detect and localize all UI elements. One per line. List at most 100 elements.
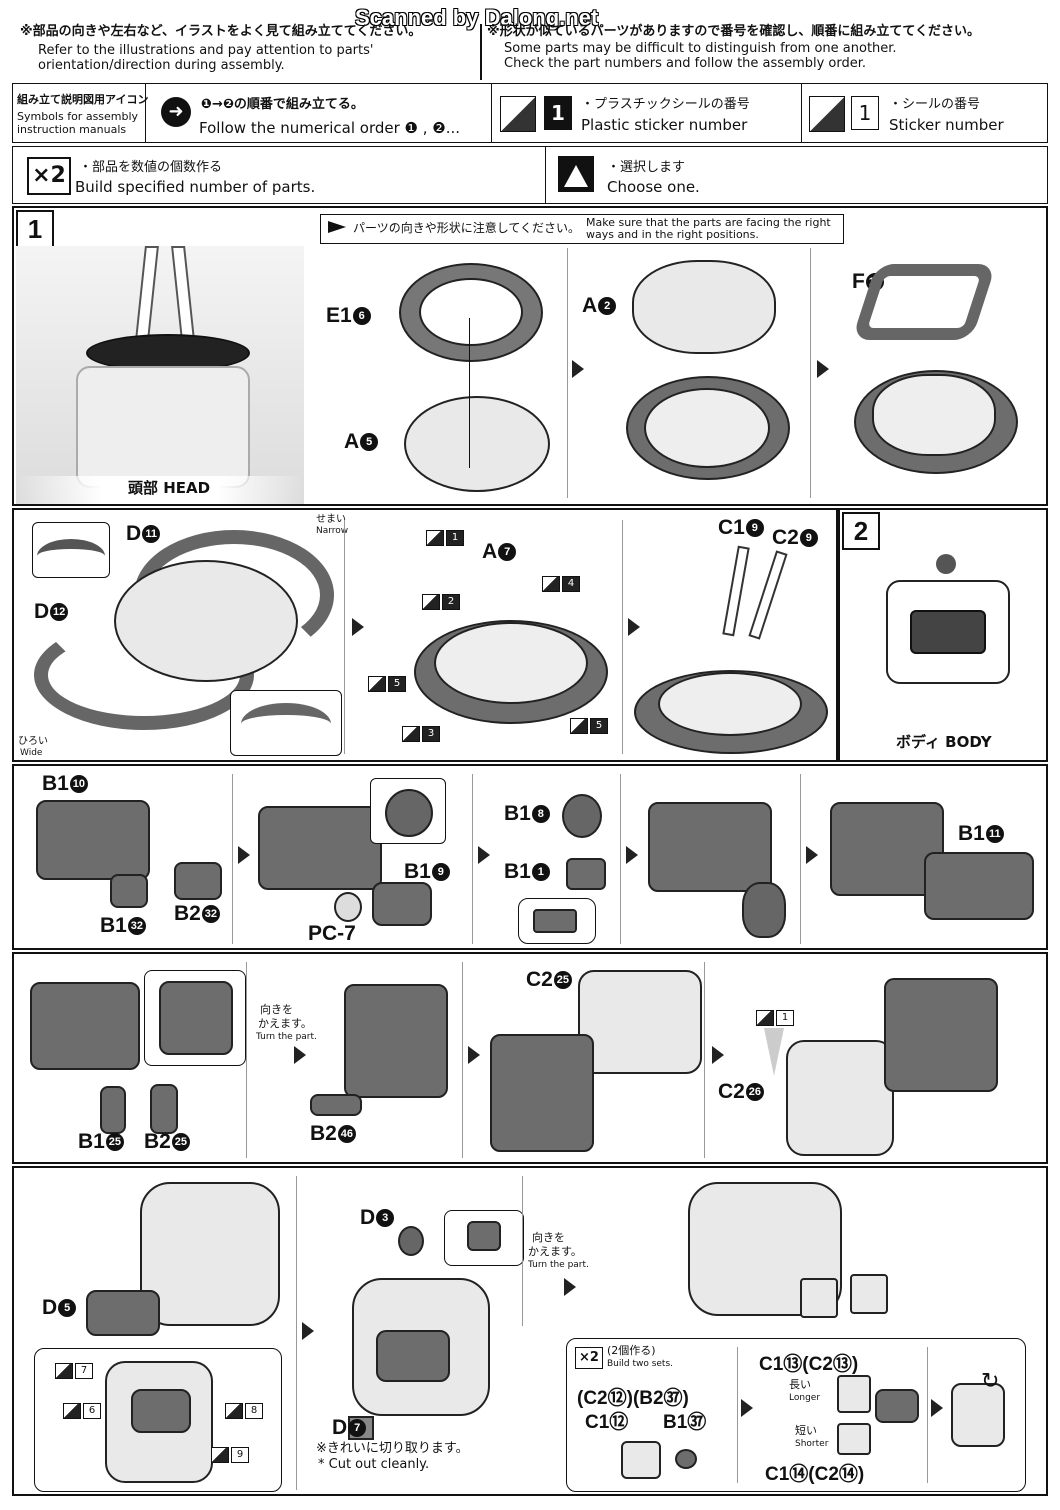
- longer-jp: 長い: [789, 1378, 811, 1391]
- flow-arrow-12: [302, 1322, 314, 1340]
- assembled-head-top: [872, 374, 996, 456]
- sticker-5a: 5: [368, 676, 406, 692]
- row1-sep-a: [232, 774, 233, 944]
- step2-number: 2: [842, 512, 880, 550]
- sticker-7: 7: [55, 1363, 93, 1379]
- row2-sep-a: [246, 962, 247, 1158]
- face-part-d5: [86, 1290, 160, 1336]
- legend-title-en1: Symbols for assembly: [17, 110, 139, 123]
- shorter-en: Shorter: [795, 1439, 829, 1449]
- antenna-c2: [748, 550, 788, 640]
- x2-sub-icon: ×2: [575, 1347, 603, 1369]
- choose-one-icon: [558, 156, 594, 192]
- pc7-cap: [334, 892, 362, 922]
- flow-arrow-5: [238, 846, 250, 864]
- legend-row1: 組み立て説明図用アイコン Symbols for assembly instru…: [12, 83, 1048, 143]
- legend-title-block: 組み立て説明図用アイコン Symbols for assembly instru…: [13, 84, 148, 142]
- d3-detail-inset: [444, 1210, 524, 1266]
- label-c1-12: C1⑫: [585, 1412, 629, 1433]
- base-ring-a2-inner: [644, 388, 770, 468]
- joint-b1-25: [100, 1086, 126, 1134]
- header-left-en1: Refer to the illustrations and pay atten…: [38, 43, 374, 58]
- sticker-6: 6: [63, 1403, 101, 1419]
- notice-jp: パーツの向きや形状に注意してください。: [353, 221, 581, 235]
- rotate-arrow-icon: ↻: [981, 1369, 1000, 1394]
- flow-arrow-6: [478, 846, 490, 864]
- sticker-detail-face: [131, 1389, 191, 1433]
- narrow-jp: せまい: [316, 514, 346, 525]
- rear-detail-part: [159, 981, 233, 1055]
- sticker-4: 4: [542, 576, 580, 592]
- legend-plastic-en: Plastic sticker number: [581, 116, 748, 134]
- step1-number: 1: [16, 210, 54, 248]
- torso-rear: [30, 982, 140, 1070]
- part-b1-8-attach: [742, 882, 786, 938]
- step1-panel: 1 頭部 HEAD パーツの向きや形状に注意してください。 Make sure …: [12, 206, 1048, 506]
- legend-title-en2: instruction manuals: [17, 123, 127, 136]
- head-body-silhouette: [76, 366, 250, 488]
- legend-sticker-en: Sticker number: [889, 116, 1004, 134]
- sticker-row2: 1: [756, 1010, 794, 1026]
- x2-icon: ×2: [27, 157, 71, 195]
- head-preview: 頭部 HEAD: [16, 246, 304, 504]
- sticker-9-num: 9: [231, 1447, 249, 1463]
- notice-box: パーツの向きや形状に注意してください。 Make sure that the p…: [320, 214, 844, 244]
- step1-sep-a: [567, 248, 568, 498]
- sticker-9-icon: [211, 1447, 229, 1463]
- sticker-8-num: 8: [245, 1403, 263, 1419]
- body-face-panel: [910, 610, 986, 654]
- flow-arrow-13: [564, 1278, 576, 1296]
- head-antenna-left: [135, 246, 159, 340]
- watermark: Scanned by Dalong.net: [355, 5, 599, 30]
- plastic-sticker-icon: [500, 96, 536, 132]
- head-antenna-right: [171, 246, 195, 340]
- turn-row3-jp1: 向きを: [532, 1231, 565, 1244]
- sticker-1-icon: [426, 530, 444, 546]
- notice-arrow-icon: [328, 221, 346, 233]
- sticker-9: 9: [211, 1447, 249, 1463]
- joint-b1-32: [110, 874, 148, 908]
- torso-with-armor: [490, 1034, 594, 1152]
- detail-inset-bottom: [230, 690, 342, 756]
- flow-arrow-15: [931, 1399, 943, 1417]
- legend-plastic-jp: ・プラスチックシールの番号: [581, 97, 750, 112]
- sticker-3: 3: [402, 726, 440, 742]
- front-armor-c2-26: [786, 1040, 894, 1156]
- notice-en1: Make sure that the parts are facing the …: [586, 216, 831, 229]
- cut-note-jp: ※きれいに切り取ります。: [316, 1441, 469, 1456]
- sticker-row2-icon: [756, 1010, 774, 1026]
- flow-arrow-3: [352, 618, 364, 636]
- sticker-5b-icon: [570, 718, 588, 734]
- legend-divider-1: [491, 84, 492, 142]
- joint-long: [875, 1389, 919, 1423]
- sticker-6-icon: [63, 1403, 81, 1419]
- turn-en: Turn the part.: [256, 1032, 317, 1042]
- header-right-note: ※形状が似ているパーツがありますので番号を確認し、順番に組み立ててください。 S…: [487, 22, 1047, 80]
- narrow-en: Narrow: [316, 526, 349, 536]
- torso-part-right: [648, 802, 772, 892]
- sticker-1-num: 1: [446, 530, 464, 546]
- block-c1: [800, 1278, 838, 1318]
- flow-arrow-9: [294, 1046, 306, 1064]
- part-b2-46: [310, 1094, 362, 1116]
- joint-b2-32: [174, 862, 222, 900]
- flow-arrow-7: [626, 846, 638, 864]
- turn-jp1: 向きを: [260, 1003, 293, 1016]
- guide-line-1: [469, 318, 470, 468]
- header-right-jp: ※形状が似ているパーツがありますので番号を確認し、順番に組み立ててください。: [487, 24, 980, 39]
- sticker-2-icon: [422, 594, 440, 610]
- joint-b2-25: [150, 1084, 178, 1134]
